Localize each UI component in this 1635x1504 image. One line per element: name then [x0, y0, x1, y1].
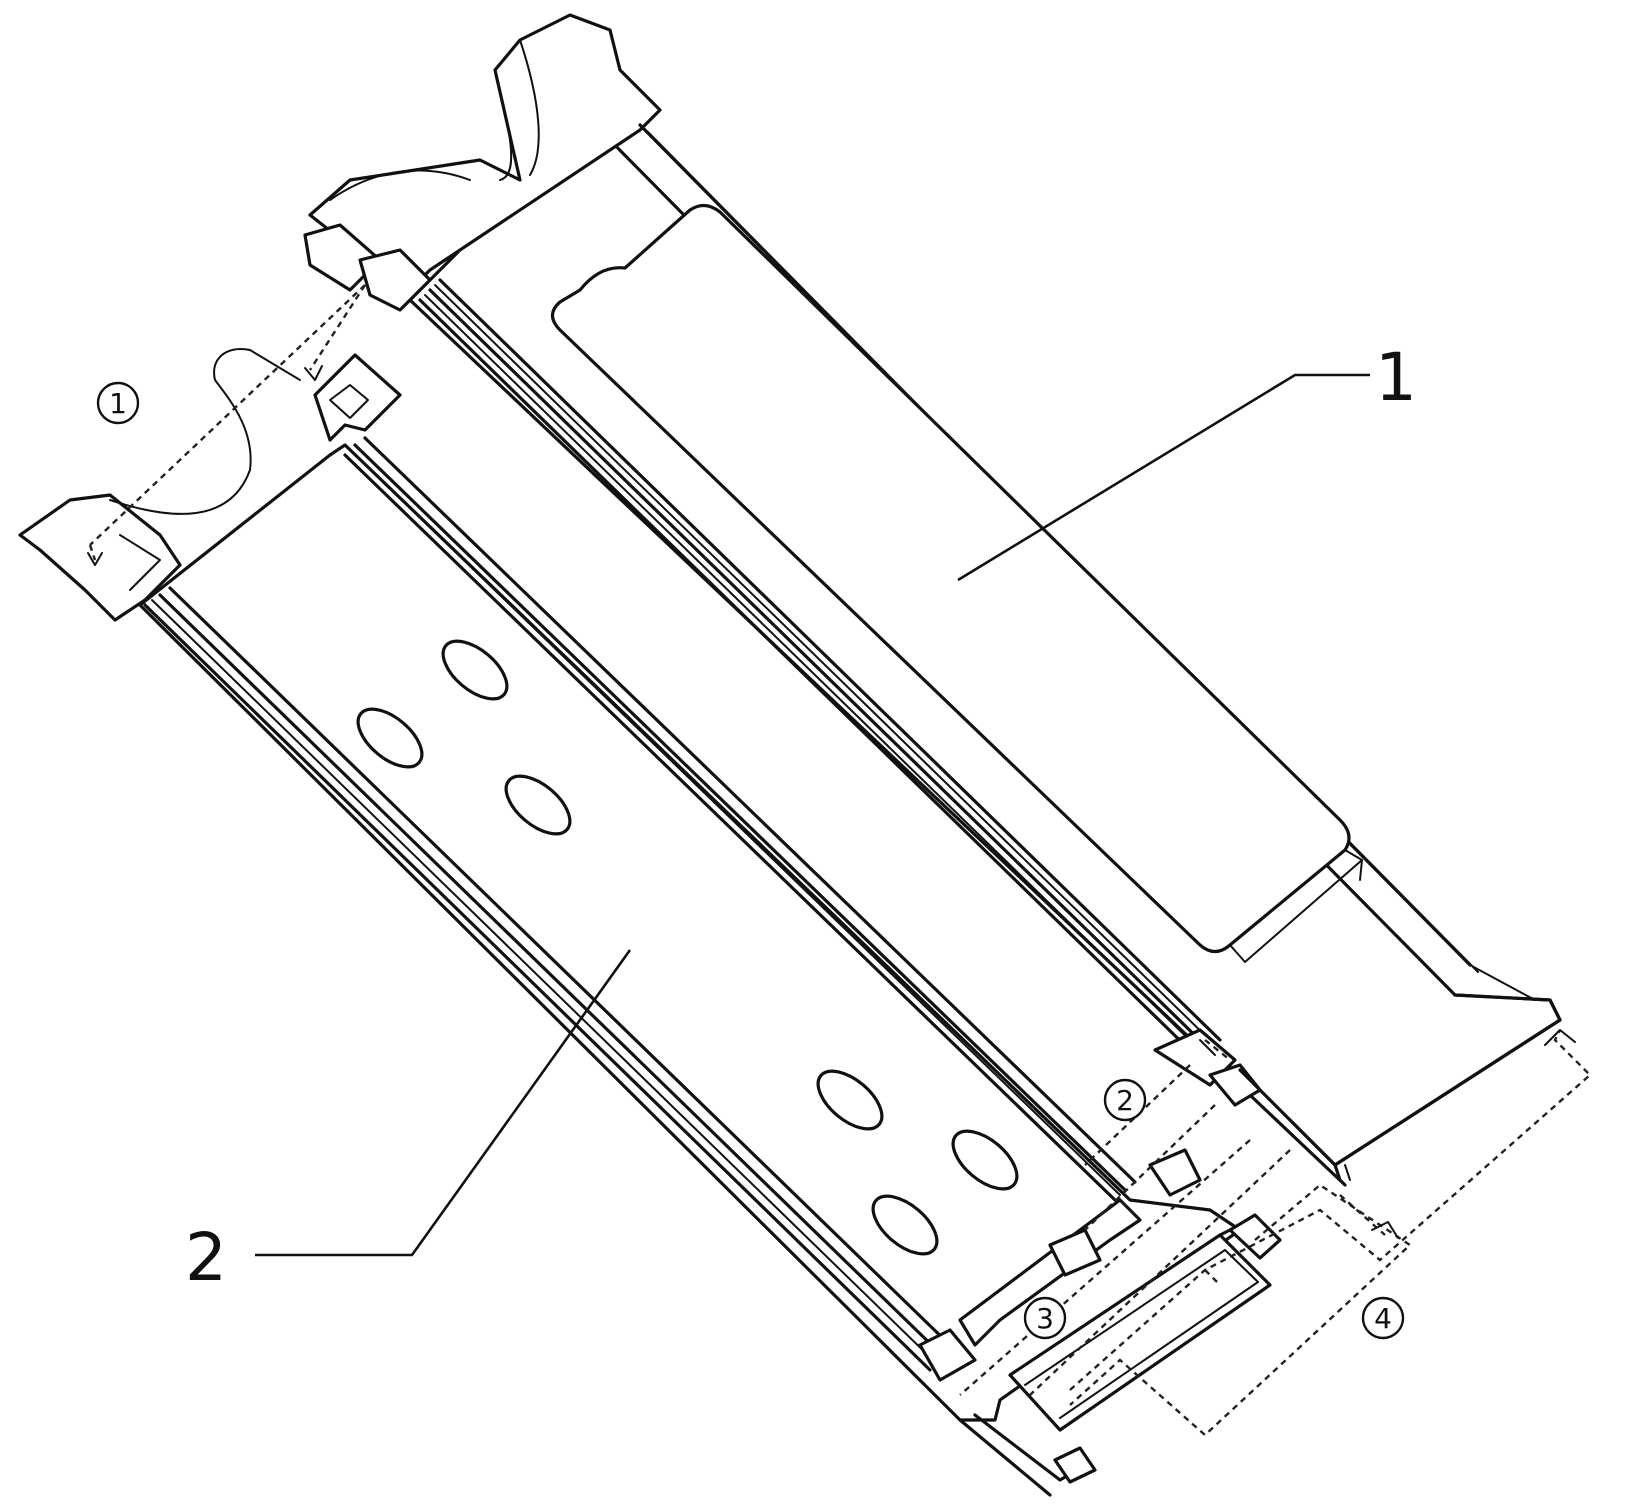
part-2-hole — [871, 1194, 939, 1256]
part-2-hole — [816, 1069, 884, 1131]
step-marker-4: 4 — [1361, 1296, 1405, 1340]
step-number-1: 1 — [109, 387, 127, 420]
step-marker-1: 1 — [96, 381, 140, 425]
step-2-arrow — [1084, 1039, 1231, 1231]
part-2-hole — [441, 639, 509, 701]
step-4-arrow — [1069, 1029, 1592, 1437]
step-marker-3: 3 — [1023, 1296, 1067, 1340]
part-1-hinge-block — [358, 248, 432, 312]
step-3-arrow — [959, 1139, 1291, 1396]
step-1-arrow — [87, 284, 367, 566]
step-number-3: 3 — [1036, 1302, 1054, 1335]
part-2-plate — [138, 443, 1242, 1422]
part-1-tray — [303, 13, 1562, 1187]
leader-line-2 — [255, 949, 632, 1257]
part-label-1: 1 — [1375, 339, 1417, 416]
part-2-upper-tab — [313, 353, 402, 442]
part-2-hole — [356, 707, 424, 769]
step-number-4: 4 — [1374, 1302, 1392, 1335]
leader-line-1 — [957, 373, 1370, 582]
part-2-hole — [951, 1129, 1019, 1191]
part-2-hole — [504, 774, 572, 836]
step-marker-2: 2 — [1103, 1078, 1147, 1122]
part-label-2: 2 — [185, 1219, 227, 1296]
step-number-2: 2 — [1116, 1084, 1134, 1117]
part-1-label-recess — [550, 203, 1351, 954]
